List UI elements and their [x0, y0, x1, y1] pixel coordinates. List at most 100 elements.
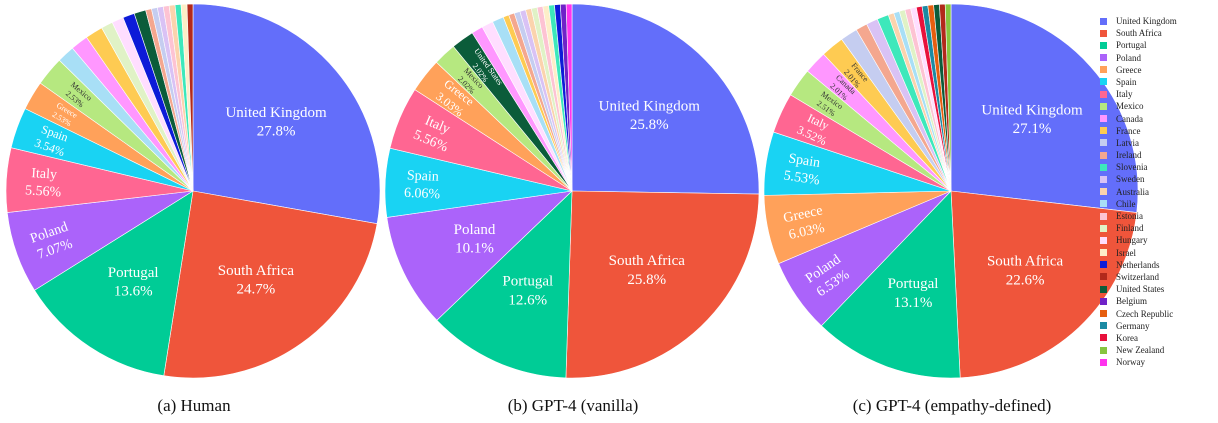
slice-label-name: United Kingdom	[225, 105, 327, 121]
pie-slice-united-kingdom[interactable]	[571, 3, 760, 195]
legend-item[interactable]: Portugal	[1100, 39, 1218, 51]
pie-slice-poland[interactable]	[386, 190, 573, 321]
legend-swatch	[1100, 54, 1107, 62]
legend-swatch	[1100, 139, 1107, 147]
legend-item[interactable]: Slovenia	[1100, 161, 1218, 173]
legend-item[interactable]: Belgium	[1100, 295, 1218, 307]
slice-label: Italy5.56%	[25, 166, 63, 201]
legend-item[interactable]: Canada	[1100, 113, 1218, 125]
legend-item[interactable]: Mexico	[1100, 100, 1218, 112]
slice-label-name: Spain	[787, 151, 821, 171]
pie-slice-united-kingdom[interactable]	[192, 3, 381, 225]
caption-gpt4-empathy-defined: (c) GPT-4 (empathy-defined)	[852, 396, 1052, 415]
legend-label: Ireland	[1116, 150, 1142, 161]
legend-item[interactable]: South Africa	[1100, 27, 1218, 39]
slice-label-name: United Kingdom	[981, 102, 1083, 118]
pie-slice-united-kingdom[interactable]	[950, 3, 1139, 213]
slice-label-percent: 6.03%	[787, 221, 826, 243]
legend-swatch	[1100, 66, 1107, 74]
legend-item[interactable]: United Kingdom	[1100, 15, 1218, 27]
caption-human: (a) Human	[157, 396, 231, 415]
legend-label: Latvia	[1116, 137, 1139, 148]
legend-item[interactable]: Israel	[1100, 247, 1218, 259]
legend-label: Chile	[1116, 198, 1136, 209]
slice-label-percent: 24.7%	[237, 282, 276, 298]
legend-label: Slovenia	[1116, 162, 1148, 173]
legend-swatch	[1100, 346, 1107, 354]
slice-label-percent: 25.8%	[627, 272, 666, 288]
legend-item[interactable]: United States	[1100, 283, 1218, 295]
slice-label: South Africa 25.8%	[609, 253, 686, 288]
legend-swatch	[1100, 212, 1107, 220]
legend-label: Estonia	[1116, 211, 1143, 221]
slice-label-name: Portugal	[502, 274, 553, 290]
legend-label: Greece	[1116, 64, 1142, 75]
pie-slice-south-africa[interactable]	[163, 190, 378, 379]
legend-label: Korea	[1116, 332, 1138, 343]
pie-slice-switzerland[interactable]	[186, 3, 194, 192]
legend-label: Finland	[1116, 223, 1144, 234]
legend-label: Spain	[1116, 76, 1137, 87]
legend-item[interactable]: Czech Republic	[1100, 308, 1218, 320]
slice-label: Spain5.53%	[783, 151, 824, 189]
legend-item[interactable]: Italy	[1100, 88, 1218, 100]
legend-label: Israel	[1116, 247, 1136, 258]
legend-item[interactable]: Ireland	[1100, 149, 1218, 161]
legend-item[interactable]: Poland	[1100, 52, 1218, 64]
legend-label: Belgium	[1116, 296, 1147, 307]
legend-item[interactable]: Norway	[1100, 356, 1218, 368]
legend-swatch	[1100, 29, 1107, 37]
legend-swatch	[1100, 322, 1107, 330]
legend-item[interactable]: Hungary	[1100, 234, 1218, 246]
legend-item[interactable]: Chile	[1100, 198, 1218, 210]
legend-label: Portugal	[1116, 40, 1147, 51]
legend-item[interactable]: Spain	[1100, 76, 1218, 88]
legend-item[interactable]: Sweden	[1100, 173, 1218, 185]
legend-label: Canada	[1116, 113, 1143, 124]
pie-slice-norway[interactable]	[565, 3, 573, 192]
legend-item[interactable]: France	[1100, 125, 1218, 137]
legend-swatch	[1100, 163, 1107, 171]
pie-slice-south-africa[interactable]	[950, 190, 1138, 379]
legend-item[interactable]: New Zealand	[1100, 344, 1218, 356]
legend-swatch	[1100, 127, 1107, 135]
slice-label-name: United Kingdom	[599, 98, 701, 114]
pie-slice-portugal[interactable]	[820, 190, 961, 379]
legend-label: Switzerland	[1116, 271, 1159, 282]
pie-slice-south-africa[interactable]	[565, 190, 760, 379]
legend-item[interactable]: Germany	[1100, 320, 1218, 332]
pie-slice-portugal[interactable]	[34, 190, 194, 377]
legend-label: Mexico	[1116, 101, 1144, 112]
slice-label-name: South Africa	[609, 253, 686, 269]
legend-item[interactable]: Netherlands	[1100, 259, 1218, 271]
legend-item[interactable]: Estonia	[1100, 210, 1218, 222]
legend-item[interactable]: Australia	[1100, 186, 1218, 198]
legend-item[interactable]: Greece	[1100, 64, 1218, 76]
legend-item[interactable]: Korea	[1100, 332, 1218, 344]
legend-item[interactable]: Latvia	[1100, 137, 1218, 149]
legend-item[interactable]: Finland	[1100, 222, 1218, 234]
legend-label: Poland	[1116, 52, 1142, 63]
slice-label-percent: 12.6%	[508, 292, 547, 308]
legend-swatch	[1100, 102, 1107, 110]
legend-swatch	[1100, 151, 1107, 159]
legend-label: Czech Republic	[1116, 308, 1174, 319]
slice-label-name: Italy	[31, 166, 58, 182]
legend-item[interactable]: Switzerland	[1100, 271, 1218, 283]
pie-slice-portugal[interactable]	[436, 190, 573, 379]
legend-label: United States	[1116, 284, 1165, 295]
legend-label: Hungary	[1116, 235, 1148, 246]
slice-label-percent: 10.1%	[455, 241, 494, 257]
pie-slice-new-zealand[interactable]	[944, 3, 952, 192]
slice-label: Portugal 12.6%	[502, 274, 553, 309]
